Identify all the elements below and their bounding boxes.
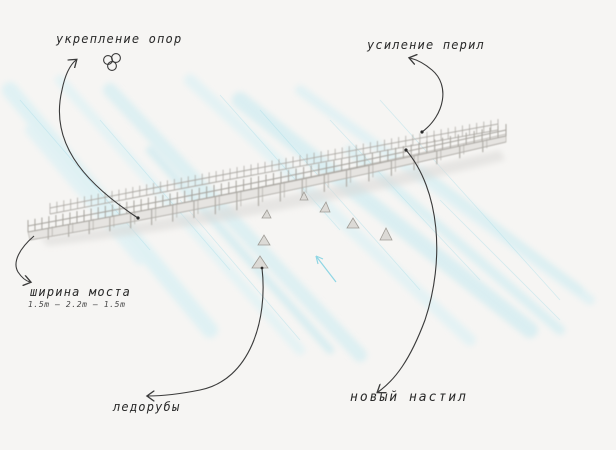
leader-supports bbox=[58, 60, 139, 219]
water-wash bbox=[2, 74, 595, 362]
bridge-shadow bbox=[40, 150, 505, 246]
label-new-deck: новый настил bbox=[350, 390, 468, 405]
bridge-piles bbox=[47, 139, 488, 240]
bridge bbox=[27, 119, 507, 241]
railing-balusters bbox=[27, 119, 507, 232]
icebreaker-piers bbox=[251, 191, 393, 269]
leader-icebreakers bbox=[148, 267, 264, 396]
label-bridge-width-dimensions: 1.5m — 2.2m — 1.5m bbox=[28, 300, 126, 309]
leader-deck bbox=[378, 149, 438, 392]
label-bridge-width: ширина моста bbox=[30, 285, 132, 299]
label-supports-reinforcement: укрепление опор bbox=[56, 32, 183, 46]
pile-cluster-icon bbox=[103, 53, 121, 71]
label-railing-reinforcement: усиление перил bbox=[367, 38, 485, 52]
water-flow-arrow bbox=[315, 255, 337, 283]
label-icebreakers: ледорубы bbox=[113, 400, 181, 414]
leader-width bbox=[15, 235, 35, 282]
leader-railing bbox=[410, 58, 444, 133]
leader-lines bbox=[15, 58, 444, 396]
anchor-dots bbox=[136, 130, 424, 270]
